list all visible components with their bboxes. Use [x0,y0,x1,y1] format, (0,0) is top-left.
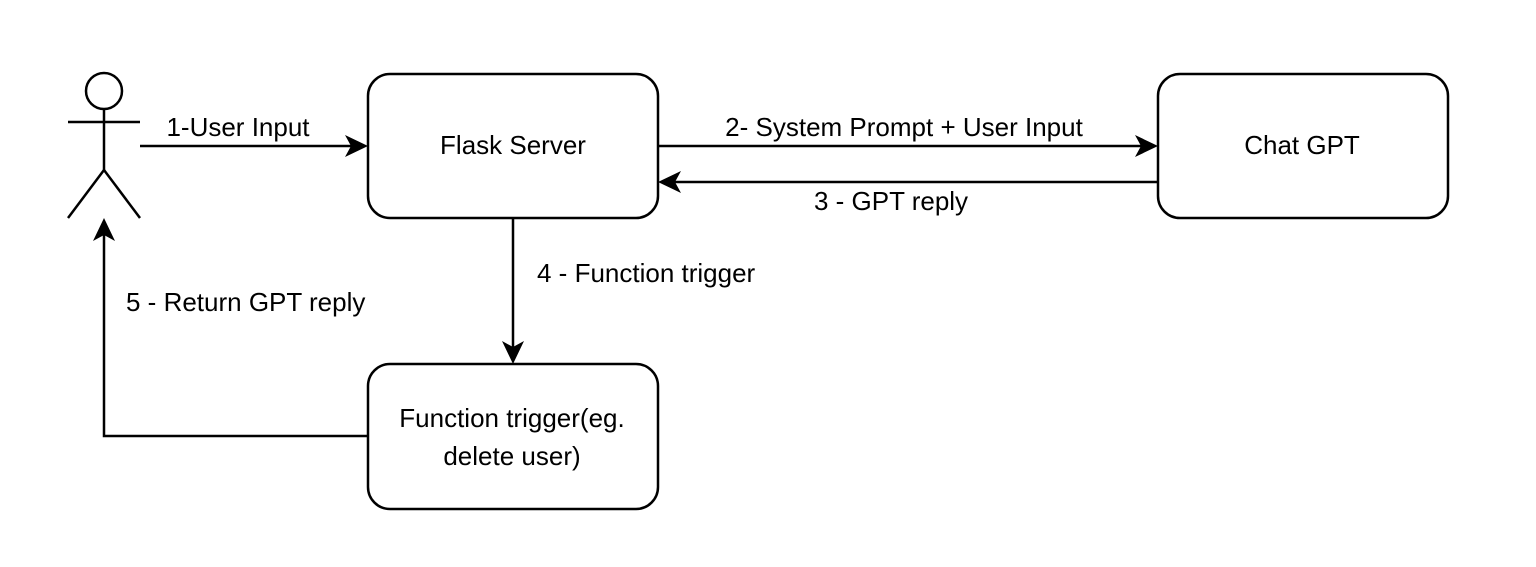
node-function-trigger: Function trigger(eg. delete user) [366,362,660,511]
node-label-function-trigger-line2: delete user) [443,441,580,471]
arrowhead-right-icon [1135,135,1158,157]
arrowhead-right-icon [345,135,368,157]
arrowhead-left-icon [658,171,681,193]
node-flask-server: Flask Server [366,72,660,220]
arrowhead-up-icon [93,218,115,241]
edge-system-prompt: 2- System Prompt + User Input [658,112,1158,157]
node-label-chat-gpt: Chat GPT [1244,130,1360,160]
edge-return-reply: 5 - Return GPT reply [93,218,368,438]
edge-label-return-reply: 5 - Return GPT reply [126,287,365,317]
edge-gpt-reply: 3 - GPT reply [658,171,1158,216]
edge-label-system-prompt: 2- System Prompt + User Input [725,112,1083,142]
edge-label-user-input: 1-User Input [166,112,310,142]
user-actor [67,71,141,219]
node-label-flask-server: Flask Server [440,130,586,160]
edge-user-input: 1-User Input [140,112,368,157]
edge-label-function-trigger: 4 - Function trigger [537,258,756,288]
stick-figure-icon [67,71,141,219]
node-chat-gpt: Chat GPT [1156,72,1450,220]
edge-function-trigger: 4 - Function trigger [502,218,756,364]
edge-label-gpt-reply: 3 - GPT reply [814,186,968,216]
node-label-function-trigger-line1: Function trigger(eg. [399,403,624,433]
arrowhead-down-icon [502,341,524,364]
